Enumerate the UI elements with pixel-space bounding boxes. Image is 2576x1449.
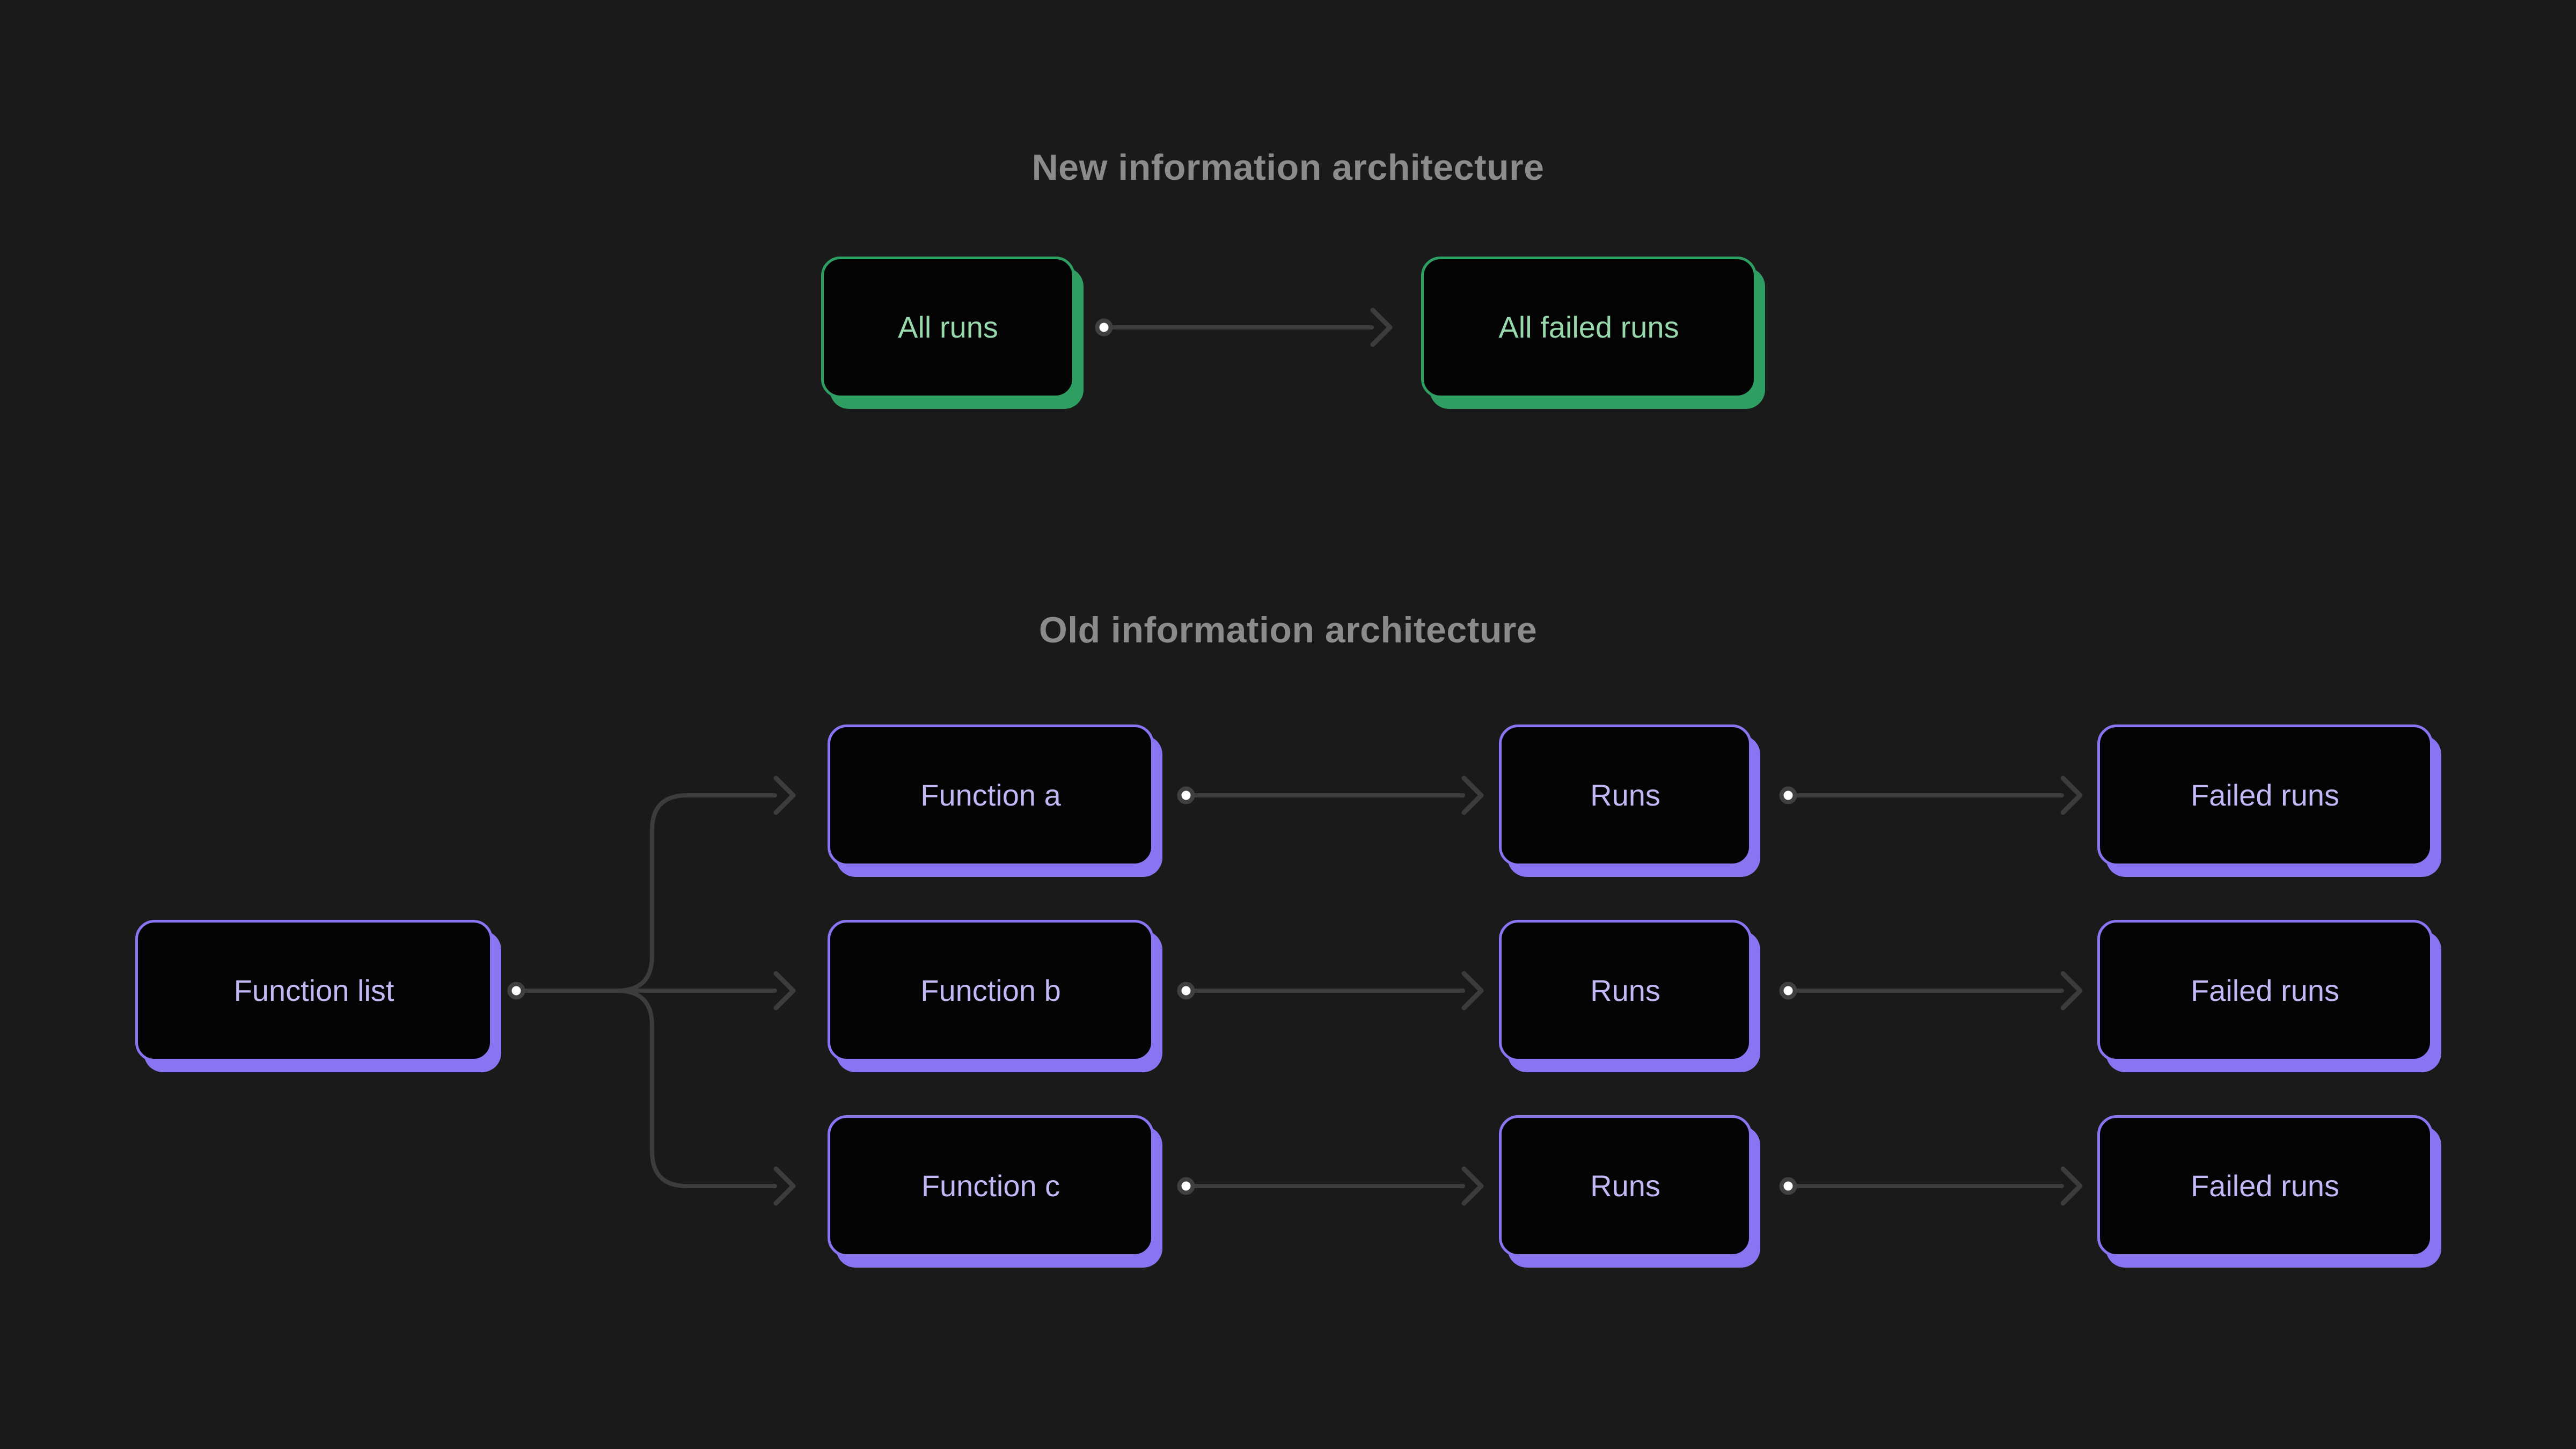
output-dot-function-a	[1177, 786, 1195, 804]
node-all-runs: All runs	[821, 257, 1075, 398]
old-architecture-title: Old information architecture	[1038, 610, 1538, 650]
arrowhead-function-b	[773, 971, 796, 1011]
node-failed-runs-a-label: Failed runs	[2190, 778, 2340, 812]
node-function-list-label: Function list	[233, 974, 394, 1007]
output-dot-function-b	[1177, 982, 1195, 1000]
edge-function-list-to-function-c	[615, 989, 777, 1188]
arrowhead-runs-a	[1461, 775, 1484, 815]
node-function-b-label: Function b	[920, 974, 1061, 1007]
arrowhead-failed-c	[2060, 1166, 2083, 1206]
node-all-failed-runs: All failed runs	[1421, 257, 1757, 398]
node-failed-runs-c-label: Failed runs	[2190, 1169, 2340, 1203]
arrowhead-all-failed-runs	[1370, 308, 1393, 347]
output-dot-runs-b	[1779, 982, 1797, 1000]
node-function-a: Function a	[828, 724, 1154, 866]
node-function-a-label: Function a	[920, 778, 1061, 812]
node-runs-a: Runs	[1499, 724, 1752, 866]
node-all-runs-label: All runs	[898, 310, 998, 344]
node-failed-runs-c: Failed runs	[2097, 1115, 2433, 1257]
node-failed-runs-a: Failed runs	[2097, 724, 2433, 866]
node-failed-runs-b-label: Failed runs	[2190, 974, 2340, 1007]
output-dot-function-list	[507, 982, 525, 1000]
arrowhead-failed-b	[2060, 971, 2083, 1011]
node-runs-c-label: Runs	[1590, 1169, 1660, 1203]
node-runs-b-label: Runs	[1590, 974, 1660, 1007]
node-runs-a-label: Runs	[1590, 778, 1660, 812]
node-failed-runs-b: Failed runs	[2097, 920, 2433, 1062]
node-function-c-label: Function c	[921, 1169, 1060, 1203]
node-function-c: Function c	[828, 1115, 1154, 1257]
node-function-list: Function list	[135, 920, 493, 1062]
node-runs-b: Runs	[1499, 920, 1752, 1062]
output-dot-function-c	[1177, 1177, 1195, 1195]
arrowhead-function-c	[773, 1166, 796, 1206]
arrowhead-failed-a	[2060, 775, 2083, 815]
new-architecture-title: New information architecture	[1031, 147, 1545, 188]
node-runs-c: Runs	[1499, 1115, 1752, 1257]
arrowhead-function-a	[773, 775, 796, 815]
node-function-b: Function b	[828, 920, 1154, 1062]
arrowhead-runs-b	[1461, 971, 1484, 1011]
edge-function-list-to-function-a	[615, 793, 777, 993]
output-dot-all-runs	[1095, 318, 1113, 336]
arrowhead-runs-c	[1461, 1166, 1484, 1206]
output-dot-runs-a	[1779, 786, 1797, 804]
node-all-failed-runs-label: All failed runs	[1498, 310, 1679, 344]
output-dot-runs-c	[1779, 1177, 1797, 1195]
